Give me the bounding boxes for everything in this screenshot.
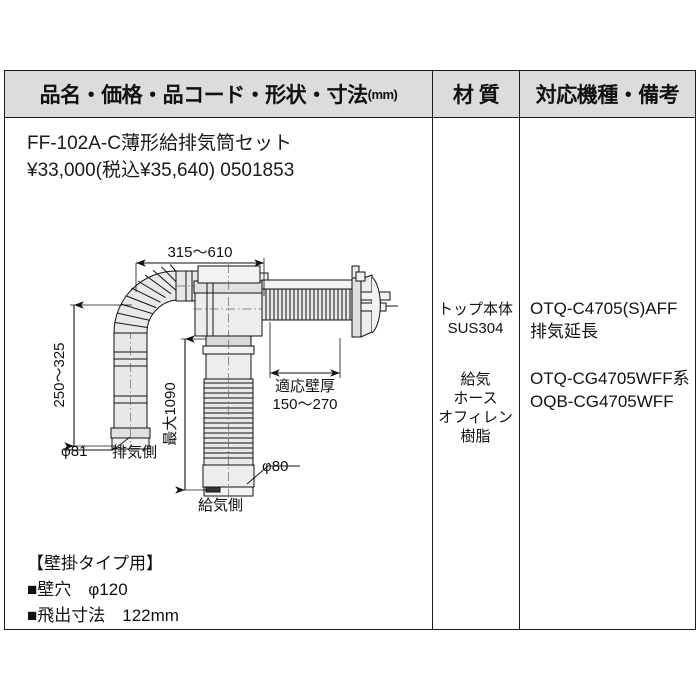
material-group-hose: 給気 ホース オフィレン 樹脂	[432, 370, 519, 446]
leader-lines	[64, 436, 300, 485]
header-cell-material: 材 質	[432, 71, 519, 117]
material-top-grade: SUS304	[447, 320, 504, 338]
dim-label-left: 250〜325	[51, 342, 68, 407]
label-exhaust-side: 排気側	[112, 444, 157, 461]
dim-label-wall-thickness-value: 150〜270	[272, 396, 337, 413]
material-resin: 樹脂	[460, 428, 491, 446]
drawing-geometry	[64, 258, 398, 498]
header-material-title: 材 質	[452, 84, 500, 107]
material-supply: 給気	[460, 371, 491, 388]
dimension-labels: 315〜610 250〜325 最大1090 適応壁厚 150〜270 φ81 …	[51, 244, 338, 514]
dimension-center-height	[175, 335, 206, 494]
supply-hose-vertical	[202, 335, 255, 498]
spec-table: 品名・価格・品コード・形状・寸法(mm) 材 質 対応機種・備考 FF-102A…	[4, 70, 696, 630]
header-models-title: 対応機種・備考	[535, 84, 680, 107]
product-price-code: ¥33,000(税込¥35,640) 0501853	[27, 160, 295, 181]
column-divider-models	[519, 118, 520, 629]
material-group-top: トップ本体 SUS304	[432, 300, 519, 338]
outdoor-terminal-hood	[351, 265, 398, 338]
model-exhaust-ext: 排気延長	[530, 321, 598, 341]
header-product-unit: (mm)	[367, 86, 398, 102]
dim-label-phi81: φ81	[61, 443, 87, 460]
wall-sleeve-bellows	[261, 279, 359, 321]
header-cell-models: 対応機種・備考	[519, 71, 695, 117]
dimension-wall-thickness	[269, 322, 341, 378]
model-otq-c4705: OTQ-C4705(S)AFF	[530, 299, 678, 318]
notes-item-protrusion: ■飛出寸法 122mm	[27, 605, 179, 625]
label-supply-side: 給気側	[198, 497, 243, 514]
material-hose: ホース	[453, 390, 498, 408]
dimension-left-height	[64, 301, 132, 450]
material-top-body: トップ本体	[437, 301, 513, 318]
table-header-row: 品名・価格・品コード・形状・寸法(mm) 材 質 対応機種・備考	[5, 71, 695, 118]
material-resin-type: オフィレン	[438, 409, 513, 427]
header-cell-product: 品名・価格・品コード・形状・寸法(mm)	[5, 71, 432, 117]
notes-item-wall-hole: ■壁穴 φ120	[27, 579, 128, 599]
models-group-2: OTQ-CG4705WFF系 OQB-CG4705WFF	[530, 368, 690, 413]
dim-label-phi80: φ80	[262, 458, 288, 475]
model-oqb-cg4705wff: OQB-CG4705WFF	[530, 391, 674, 411]
exhaust-vertical-pipe	[110, 330, 151, 450]
dim-label-center: 最大1090	[162, 382, 179, 445]
model-otq-cg4705wff: OTQ-CG4705WFF系	[530, 369, 690, 388]
dim-label-wall-thickness: 適応壁厚	[275, 377, 335, 395]
models-group-1: OTQ-C4705(S)AFF 排気延長	[530, 298, 677, 343]
notes-block: 【壁掛タイプ用】 ■壁穴 φ120 ■飛出寸法 122mm	[27, 551, 179, 628]
dim-label-top: 315〜610	[167, 244, 232, 261]
column-divider-material	[432, 118, 433, 629]
notes-title: 【壁掛タイプ用】	[27, 554, 163, 573]
product-name: FF-102A-C薄形給排気筒セット	[27, 133, 292, 154]
dimension-top-length	[135, 258, 265, 296]
header-product-title: 品名・価格・品コード・形状・寸法	[39, 84, 369, 107]
